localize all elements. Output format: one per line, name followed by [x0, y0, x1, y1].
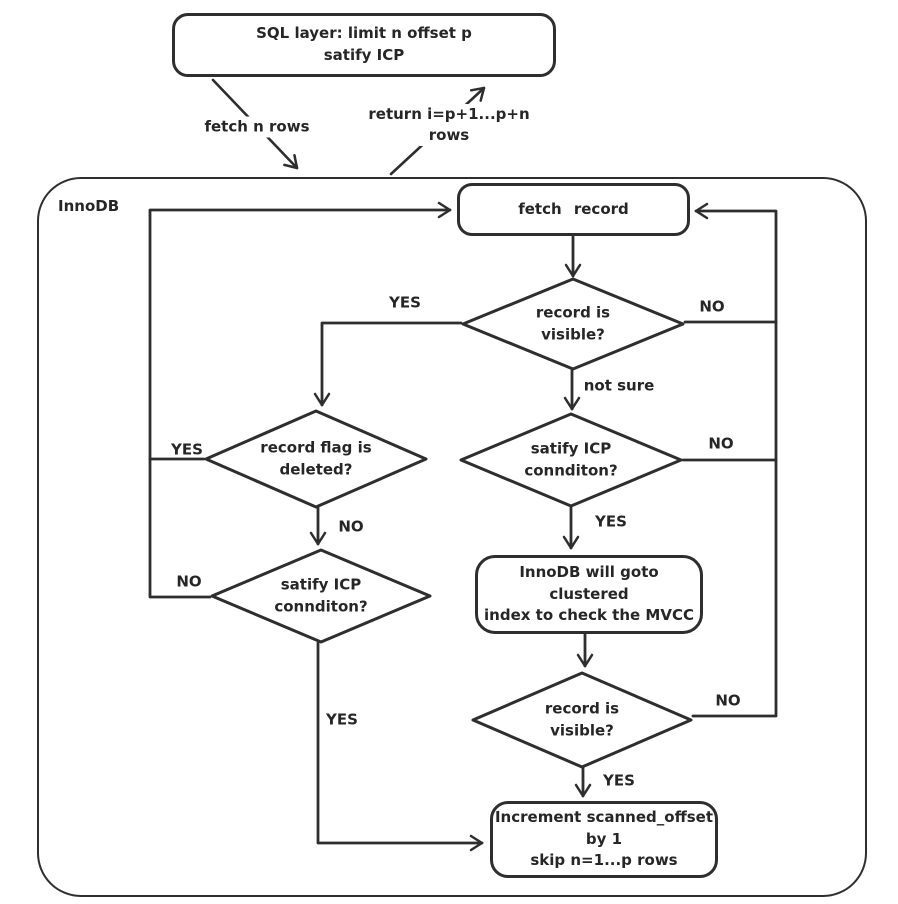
edge-label-visible1-no: NO [699, 297, 725, 316]
edge-label-visible2-yes: YES [603, 771, 635, 790]
diamond-record-visible-1-label: record is visible? [535, 303, 611, 343]
node-increment-offset: Increment scanned_offset by 1 skip n=1..… [490, 801, 718, 878]
diamond-record-flag-deleted [204, 409, 428, 509]
edge-label-icp-right-yes: YES [595, 512, 627, 531]
innodb-container-label: InnoDB [58, 197, 120, 215]
node-increment-offset-label: Increment scanned_offset by 1 skip n=1..… [494, 807, 714, 870]
edge-left-collector [148, 201, 452, 599]
diamond-record-visible-2 [471, 671, 693, 769]
edge-label-not-sure: not sure [583, 376, 655, 395]
edge-label-icp-left-yes: YES [326, 710, 358, 729]
edge-label-fetch-n-rows: fetch n rows [201, 116, 313, 138]
node-goto-clustered-index: InnoDB will goto clustered index to chec… [475, 555, 703, 634]
diamond-satisfy-icp-right [459, 412, 683, 508]
node-fetch-record-label: fetch record [518, 199, 629, 218]
edge-label-visible1-yes: YES [389, 293, 421, 312]
node-sql-layer-label: SQL layer: limit n offset p satify ICP [256, 24, 472, 64]
diamond-record-flag-deleted-label: record flag is deleted? [260, 438, 372, 478]
edge-label-flag-yes: YES [171, 440, 203, 459]
edge-label-icp-right-no: NO [708, 434, 734, 453]
innodb-container [37, 177, 867, 897]
edge-visible1-yes [313, 321, 463, 407]
edge-right-collector [691, 202, 778, 718]
edge-label-return-rows: return i=p+1...p+n rows [365, 104, 533, 146]
diamond-satisfy-icp-left [210, 548, 432, 644]
diamond-record-visible-1 [461, 277, 685, 371]
edge-label-visible2-no: NO [715, 691, 741, 710]
node-fetch-record: fetch record [457, 183, 690, 236]
edge-label-flag-no: NO [338, 517, 364, 536]
diamond-satisfy-icp-left-label: satify ICP connditon? [274, 575, 368, 615]
edge-label-icp-left-no: NO [176, 572, 202, 591]
edge-icp-left-yes [316, 641, 484, 852]
node-sql-layer: SQL layer: limit n offset p satify ICP [172, 13, 556, 77]
diamond-record-visible-2-label: record is visible? [544, 699, 620, 739]
node-goto-clustered-index-label: InnoDB will goto clustered index to chec… [484, 562, 694, 625]
diamond-satisfy-icp-right-label: satify ICP connditon? [524, 439, 618, 479]
